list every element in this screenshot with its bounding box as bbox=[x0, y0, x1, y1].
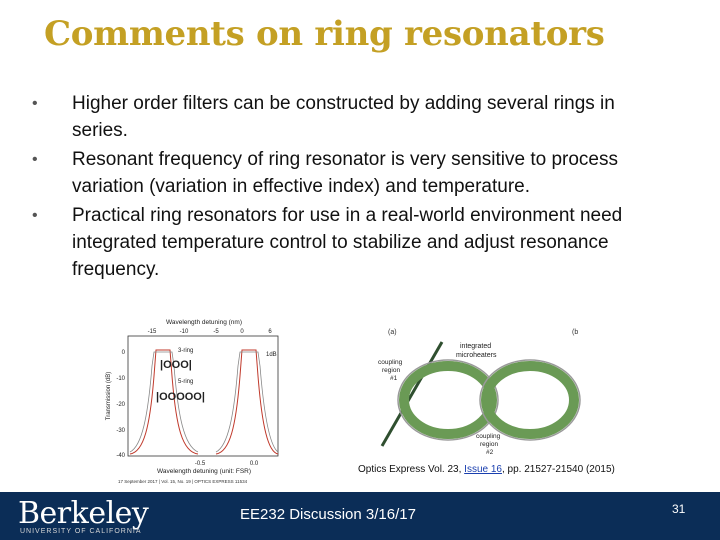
top-tick-label: 6 bbox=[268, 329, 272, 335]
label-coupling-region-2: coupling bbox=[476, 433, 501, 440]
panel-label-b: (b bbox=[572, 329, 578, 336]
bullet-text: Higher order filters can be constructed … bbox=[72, 93, 615, 141]
y-tick-label: -20 bbox=[116, 402, 125, 408]
annotation-1db: 1dB bbox=[266, 352, 277, 358]
label-coupling-region-1: coupling bbox=[378, 359, 403, 366]
bus-waveguide bbox=[380, 341, 444, 447]
bullet-item: • Resonant frequency of ring resonator i… bbox=[32, 146, 672, 200]
y-axis-label: Transmission (dB) bbox=[106, 372, 112, 420]
top-tick-label: -10 bbox=[180, 329, 189, 335]
label-coupling-region-2: region bbox=[480, 441, 498, 448]
bottom-tick-label: -0.5 bbox=[195, 461, 206, 467]
footer-bar: Berkeley UNIVERSITY OF CALIFORNIA EE232 … bbox=[0, 492, 720, 540]
y-tick-label: -30 bbox=[116, 428, 125, 434]
y-tick-label: -40 bbox=[116, 453, 125, 459]
ring-1-label: #1 bbox=[440, 398, 452, 409]
bullet-list: • Higher order filters can be constructe… bbox=[32, 90, 672, 285]
label-coupling-region-1: #1 bbox=[390, 375, 398, 382]
berkeley-logo-subtitle: UNIVERSITY OF CALIFORNIA bbox=[20, 528, 142, 535]
top-axis-label: Wavelength detuning (nm) bbox=[166, 319, 242, 326]
plot-frame bbox=[127, 335, 279, 457]
spectrum-curve-5ring bbox=[215, 349, 279, 455]
label-microheaters: microheaters bbox=[456, 352, 497, 359]
spectrum-curve-3ring bbox=[215, 351, 279, 453]
bullet-icon: • bbox=[32, 151, 38, 168]
ring-resonator-svg: (a) (b integrated microheaters coupling … bbox=[378, 329, 581, 456]
bottom-axis-label: Wavelength detuning (unit: FSR) bbox=[157, 468, 251, 475]
caption-prefix: Optics Express Vol. 23, bbox=[358, 464, 462, 475]
top-tick-label: -15 bbox=[148, 329, 157, 335]
legend-3ring: 3-ring bbox=[178, 348, 193, 354]
label-coupling-region-1: region bbox=[382, 367, 400, 374]
ring-2 bbox=[481, 361, 579, 439]
label-coupling-region-2: #2 bbox=[486, 449, 494, 456]
spectrum-curve-5ring bbox=[129, 349, 199, 455]
ring-resonator-figure: (a) (b integrated microheaters coupling … bbox=[372, 322, 584, 458]
figure-caption: Optics Express Vol. 23, Issue 16, pp. 21… bbox=[358, 464, 615, 475]
ring-3-glyph: |OOO| bbox=[160, 359, 192, 371]
slide-title: Comments on ring resonators bbox=[44, 14, 605, 54]
top-tick-label: -5 bbox=[213, 329, 219, 335]
y-tick-label: 0 bbox=[122, 350, 126, 356]
bullet-text: Practical ring resonators for use in a r… bbox=[72, 205, 623, 280]
ring-1 bbox=[399, 361, 497, 439]
transmission-spectrum-svg: Wavelength detuning (nm) -15 -10 -5 0 6 … bbox=[106, 319, 279, 484]
footer-text: EE232 Discussion 3/16/17 bbox=[240, 506, 416, 523]
bullet-text: Resonant frequency of ring resonator is … bbox=[72, 149, 618, 197]
panel-label-a: (a) bbox=[388, 329, 397, 336]
label-integrated: integrated bbox=[460, 343, 491, 350]
top-tick-label: 0 bbox=[240, 329, 244, 335]
bullet-item: • Practical ring resonators for use in a… bbox=[32, 202, 672, 283]
caption-suffix: , pp. 21527-21540 (2015) bbox=[501, 464, 615, 475]
microheater-1 bbox=[397, 359, 499, 441]
transmission-spectrum-figure: Wavelength detuning (nm) -15 -10 -5 0 6 … bbox=[104, 316, 286, 486]
microheater-2 bbox=[479, 359, 581, 441]
ring-2-label: #2 bbox=[522, 398, 534, 409]
ring-5-glyph: |OOOOO| bbox=[156, 391, 205, 403]
page-number: 31 bbox=[672, 502, 686, 516]
spectrum-curve-3ring bbox=[129, 351, 199, 453]
bullet-icon: • bbox=[32, 207, 38, 224]
berkeley-logo: Berkeley bbox=[18, 496, 149, 531]
caption-issue-link[interactable]: Issue 16 bbox=[464, 464, 502, 475]
bullet-item: • Higher order filters can be constructe… bbox=[32, 90, 672, 144]
y-tick-label: -10 bbox=[116, 376, 125, 382]
bullet-icon: • bbox=[32, 95, 38, 112]
journal-line: 17 September 2017 | Vol. 15, No. 19 | OP… bbox=[118, 479, 248, 484]
bottom-tick-label: 0.0 bbox=[250, 461, 259, 467]
legend-5ring: 5-ring bbox=[178, 379, 193, 385]
